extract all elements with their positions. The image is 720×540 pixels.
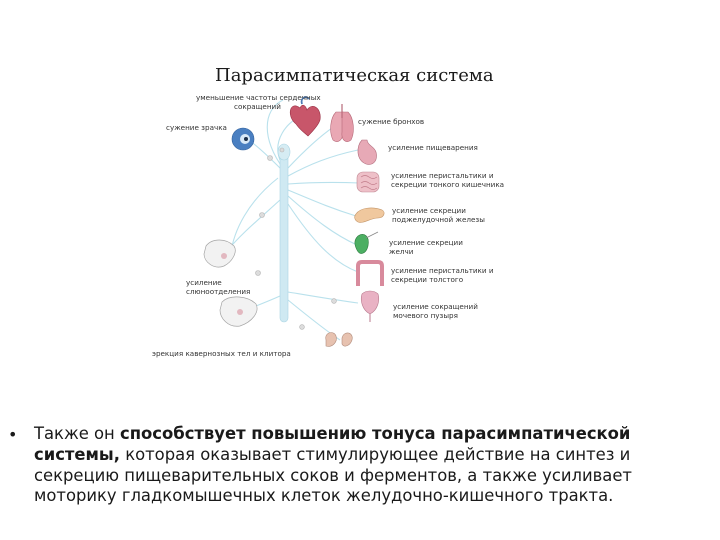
spinal-cord: [279, 149, 289, 323]
diagram-title: Парасимпатическая система: [215, 65, 494, 86]
label-pupil: сужение зрачка: [166, 123, 227, 132]
bullet-bold: способствует повышению тонуса парасимпат…: [34, 424, 631, 464]
parasympathetic-diagram: Парасимпатическая система: [152, 65, 504, 358]
lungs-icon: [330, 104, 354, 142]
label-erection: эрекция кавернозных тел и клитора: [152, 349, 291, 358]
organ-labels: уменьшение частоты сердечных сокращений …: [152, 93, 504, 358]
label-intestine: усиление перистальтики и секреции тонког…: [391, 171, 504, 189]
brainstem: [277, 143, 291, 161]
gallbladder-icon: [354, 231, 379, 254]
bullet-marker: •: [8, 425, 18, 444]
heart-icon: [289, 96, 321, 137]
bullet-rest: которая оказывает стимулирующее действие…: [34, 444, 632, 506]
label-heart: уменьшение частоты сердечных сокращений: [196, 93, 323, 111]
bladder-icon: [360, 290, 380, 322]
eye-icon: [231, 127, 255, 151]
small-intestine-icon: [356, 171, 380, 193]
label-colon: усиление перистальтики и секреции толсто…: [391, 266, 496, 284]
label-bile: усиление секреции желчи: [389, 238, 465, 256]
genitals-icon: [325, 332, 353, 347]
label-bronchi: сужение бронхов: [358, 117, 424, 126]
label-pancreas: усиление секреции поджелудочной железы: [392, 206, 485, 224]
stomach-icon: [357, 139, 377, 165]
label-salivation: усиление слюноотделения: [186, 278, 250, 296]
label-bladder: усиление сокращений мочевого пузыря: [393, 302, 480, 320]
bullet-lead: Также он: [34, 424, 120, 443]
bullet-text: Также он способствует повышению тонуса п…: [34, 424, 698, 507]
salivary-glands-icon: [203, 239, 258, 327]
colon-icon: [356, 260, 384, 286]
label-digestion: усиление пищеварения: [388, 143, 478, 152]
bullet-paragraph: • Также он способствует повышению тонуса…: [8, 424, 698, 507]
pancreas-icon: [354, 207, 385, 223]
